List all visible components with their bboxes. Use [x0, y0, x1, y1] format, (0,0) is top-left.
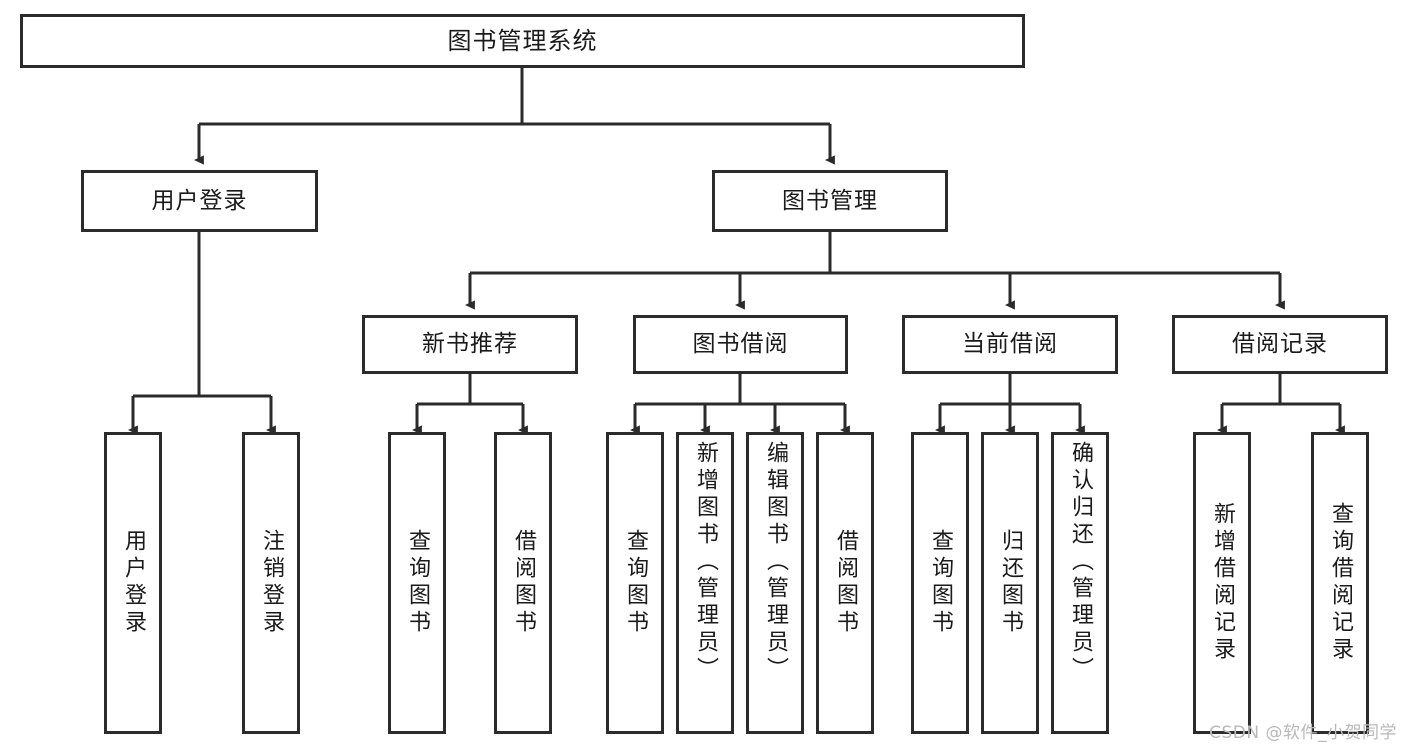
node-label: 归还图书	[998, 529, 1023, 637]
node-label: 图书管理	[782, 187, 878, 214]
node-label: 图书借阅	[692, 331, 789, 358]
leaf-query-book-borrow[interactable]: 查询图书	[606, 432, 664, 734]
node-label: 用户登录	[151, 187, 248, 214]
node-label: 查询图书	[405, 529, 430, 637]
leaf-borrow-book-recommend[interactable]: 借阅图书	[494, 432, 552, 734]
node-label: 查询图书	[928, 529, 953, 637]
leaf-query-book-recommend[interactable]: 查询图书	[388, 432, 446, 734]
node-label: 当前借阅	[962, 331, 1058, 358]
leaf-add-book-admin[interactable]: 新增图书（管理员）	[676, 432, 734, 734]
leaf-return-book[interactable]: 归还图书	[981, 432, 1039, 734]
leaf-logout[interactable]: 注销登录	[242, 432, 300, 734]
node-new-book-recommend[interactable]: 新书推荐	[362, 315, 578, 374]
leaf-edit-book-admin[interactable]: 编辑图书（管理员）	[746, 432, 804, 734]
node-label: 新书推荐	[422, 331, 518, 358]
node-label: 编辑图书（管理员）	[763, 441, 788, 684]
node-book-management[interactable]: 图书管理	[712, 170, 948, 232]
node-label: 用户登录	[121, 529, 146, 637]
node-label: 借阅图书	[833, 529, 858, 637]
node-user-login[interactable]: 用户登录	[81, 170, 318, 232]
node-label: 查询借阅记录	[1328, 502, 1353, 664]
node-current-borrow[interactable]: 当前借阅	[902, 315, 1118, 374]
node-label: 查询图书	[623, 529, 648, 637]
node-label: 确认归还（管理员）	[1068, 441, 1093, 684]
node-label: 图书管理系统	[447, 27, 598, 55]
watermark-text: CSDN @软件_小贺同学	[1209, 723, 1397, 743]
leaf-borrow-book[interactable]: 借阅图书	[816, 432, 874, 734]
leaf-add-borrow-record[interactable]: 新增借阅记录	[1193, 432, 1251, 734]
node-label: 新增借阅记录	[1210, 502, 1235, 664]
leaf-user-login[interactable]: 用户登录	[104, 432, 162, 734]
node-borrow-record[interactable]: 借阅记录	[1172, 315, 1388, 374]
node-label: 新增图书（管理员）	[693, 441, 718, 684]
leaf-query-borrow-record[interactable]: 查询借阅记录	[1311, 432, 1369, 734]
node-root-system[interactable]: 图书管理系统	[20, 14, 1025, 68]
node-label: 注销登录	[259, 529, 284, 637]
node-label: 借阅图书	[511, 529, 536, 637]
node-label: 借阅记录	[1232, 331, 1328, 358]
leaf-confirm-return-admin[interactable]: 确认归还（管理员）	[1051, 432, 1109, 734]
leaf-query-book-current[interactable]: 查询图书	[911, 432, 969, 734]
node-book-borrow[interactable]: 图书借阅	[633, 315, 848, 374]
